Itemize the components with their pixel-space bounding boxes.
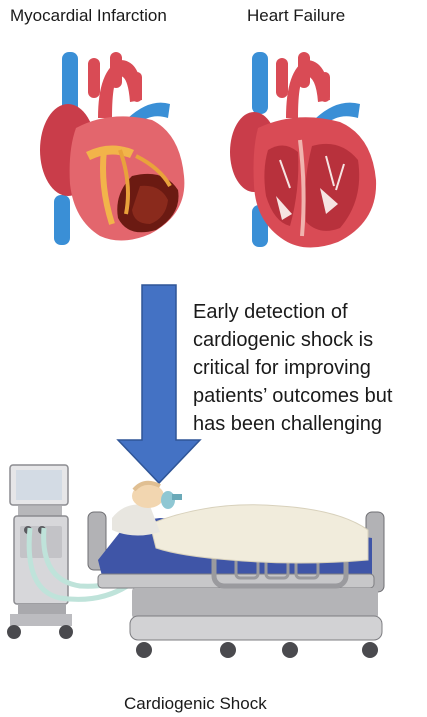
- description-line: patients’ outcomes but: [193, 382, 425, 410]
- description-text: Early detection of cardiogenic shock is …: [193, 298, 425, 438]
- heart-failure-icon: [230, 52, 376, 248]
- cardiogenic-shock-label: Cardiogenic Shock: [124, 694, 267, 714]
- mi-heart-icon: [40, 52, 184, 245]
- description-line: has been challenging: [193, 410, 425, 438]
- description-line: Early detection of: [193, 298, 425, 326]
- description-line: critical for improving: [193, 354, 425, 382]
- description-line: cardiogenic shock is: [193, 326, 425, 354]
- down-arrow-icon: [118, 285, 200, 483]
